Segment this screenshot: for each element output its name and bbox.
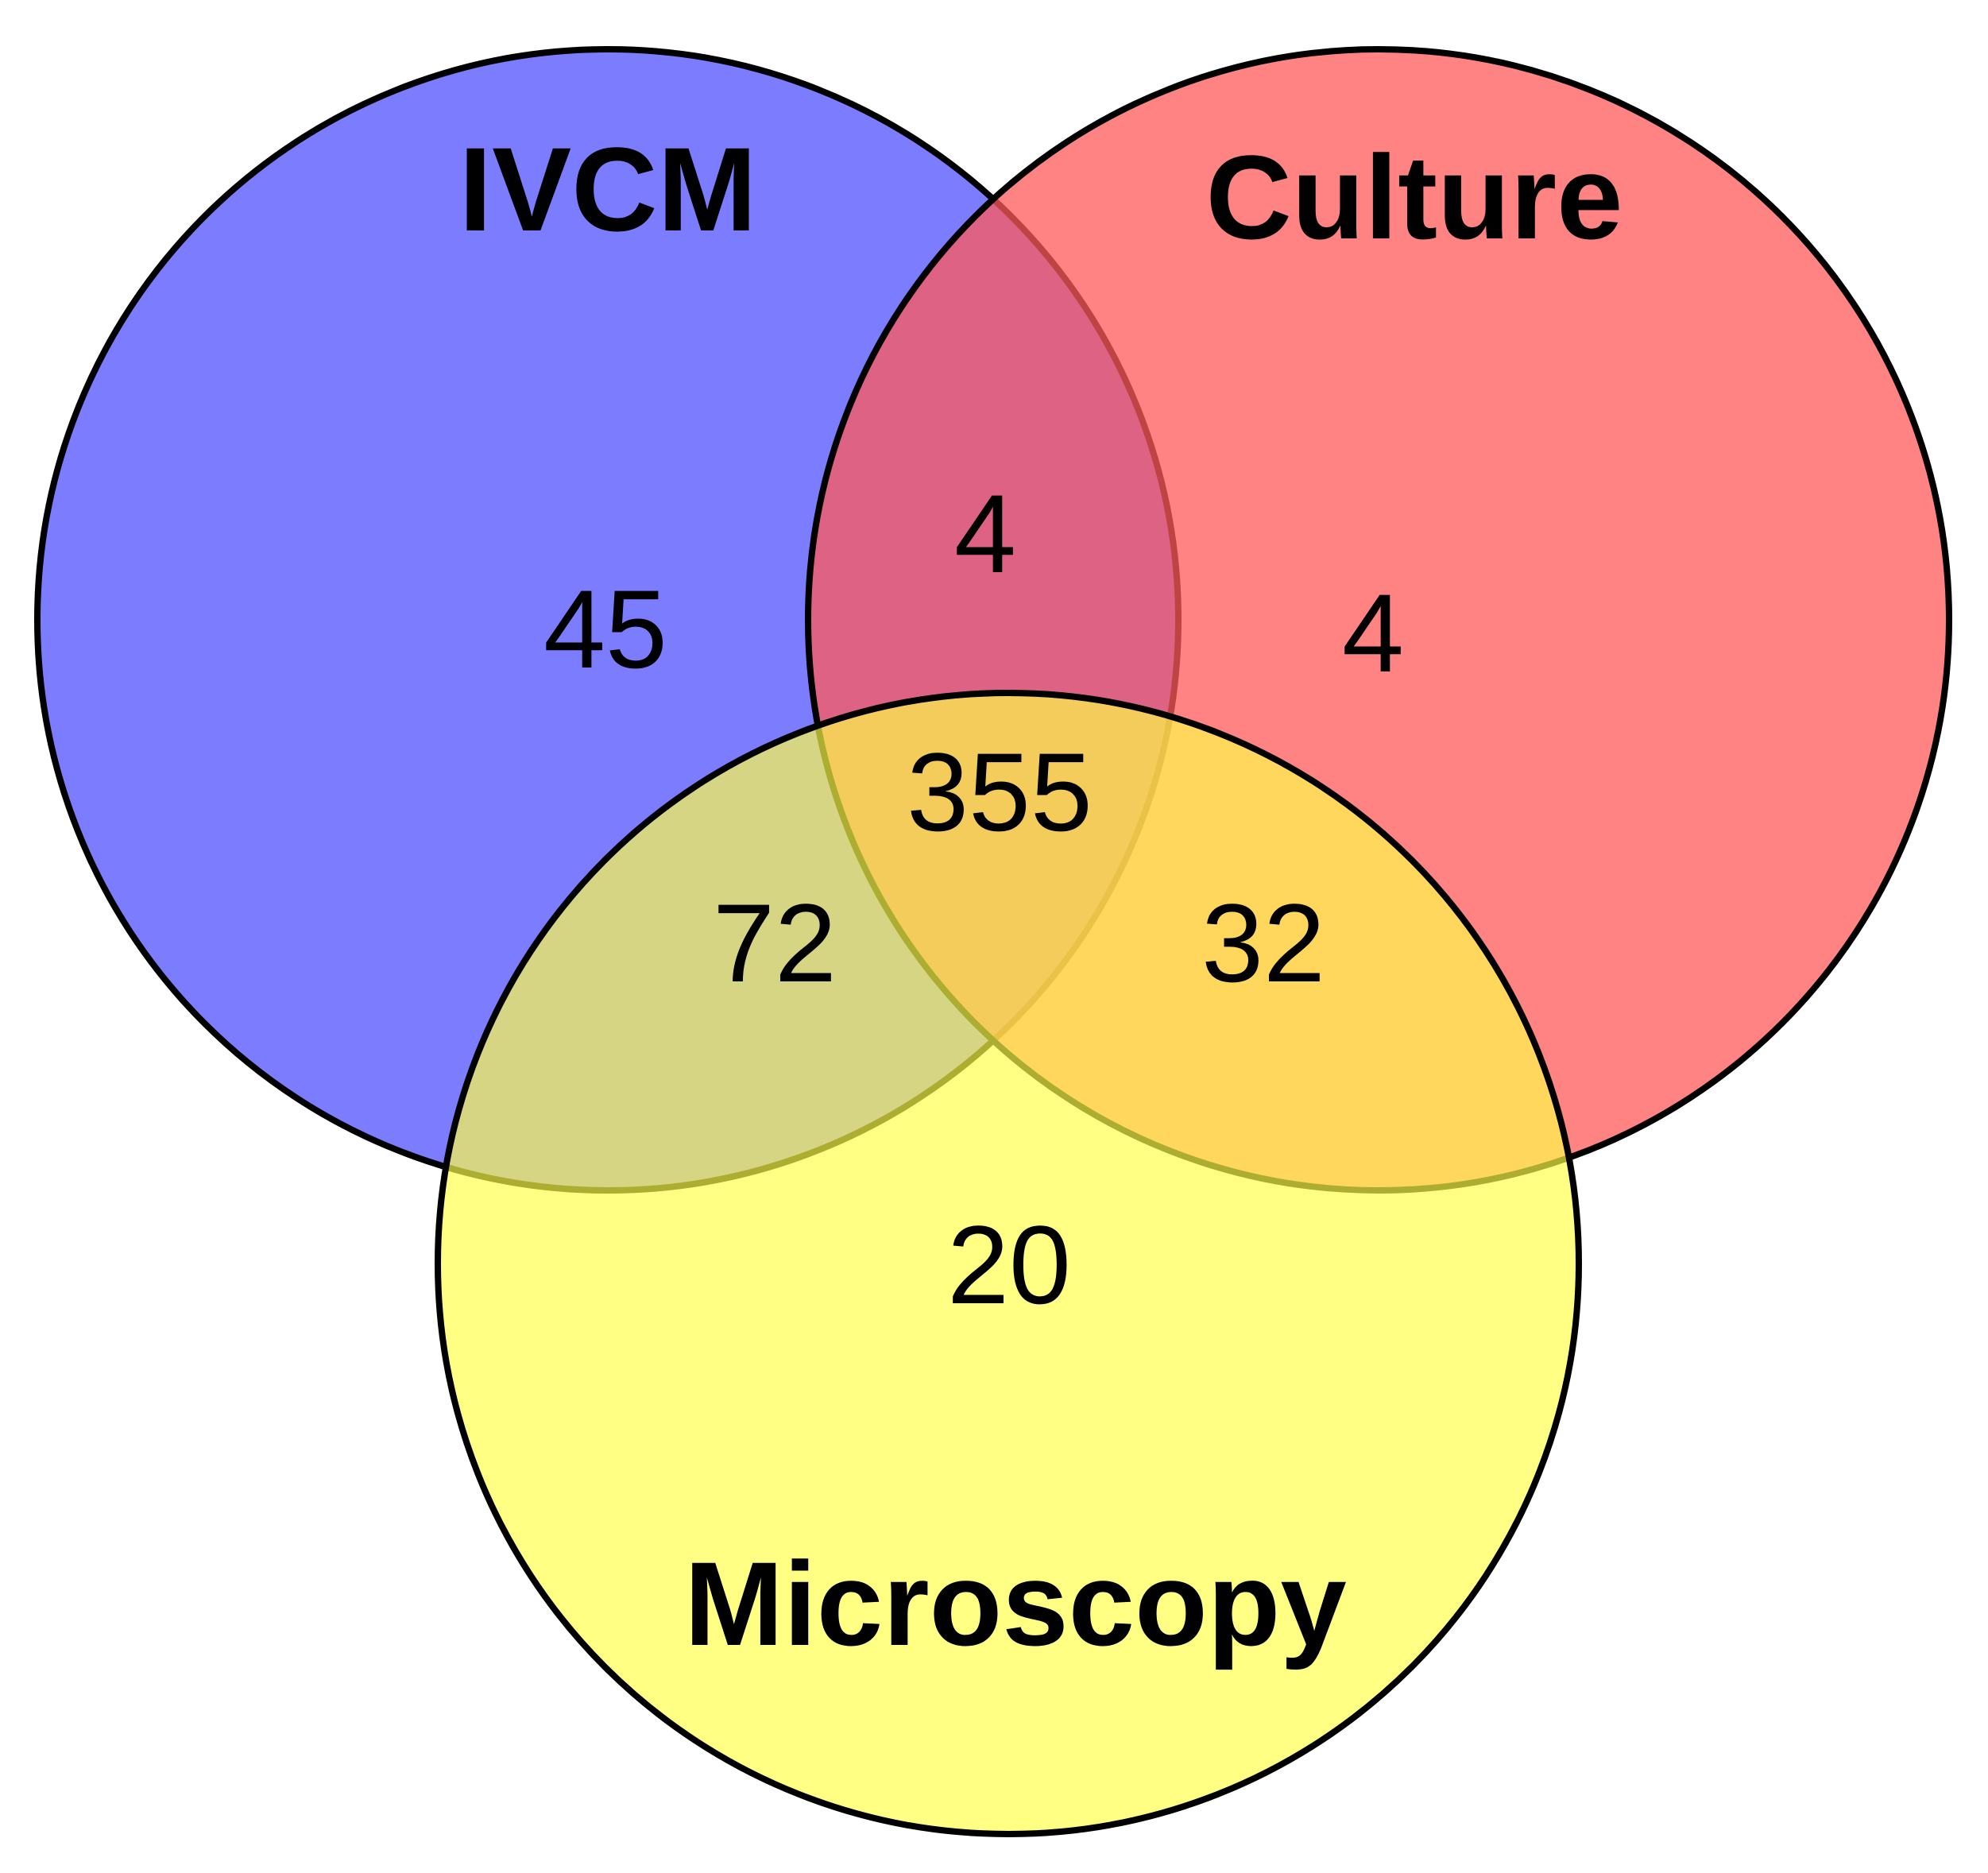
ivcm-label: IVCM [459,122,757,256]
culture-label: Culture [1206,130,1623,264]
microscopy-only-count: 20 [947,1202,1071,1327]
culture-only-count: 4 [1342,571,1404,695]
ivcm-culture-count: 4 [954,471,1016,596]
all-three-count: 355 [907,729,1093,854]
culture-microscopy-count: 32 [1201,880,1325,1005]
ivcm-only-count: 45 [543,567,667,691]
microscopy-label: Microscopy [684,1537,1347,1670]
microscopy-circle [435,690,1582,1837]
ivcm-microscopy-count: 72 [713,880,837,1005]
